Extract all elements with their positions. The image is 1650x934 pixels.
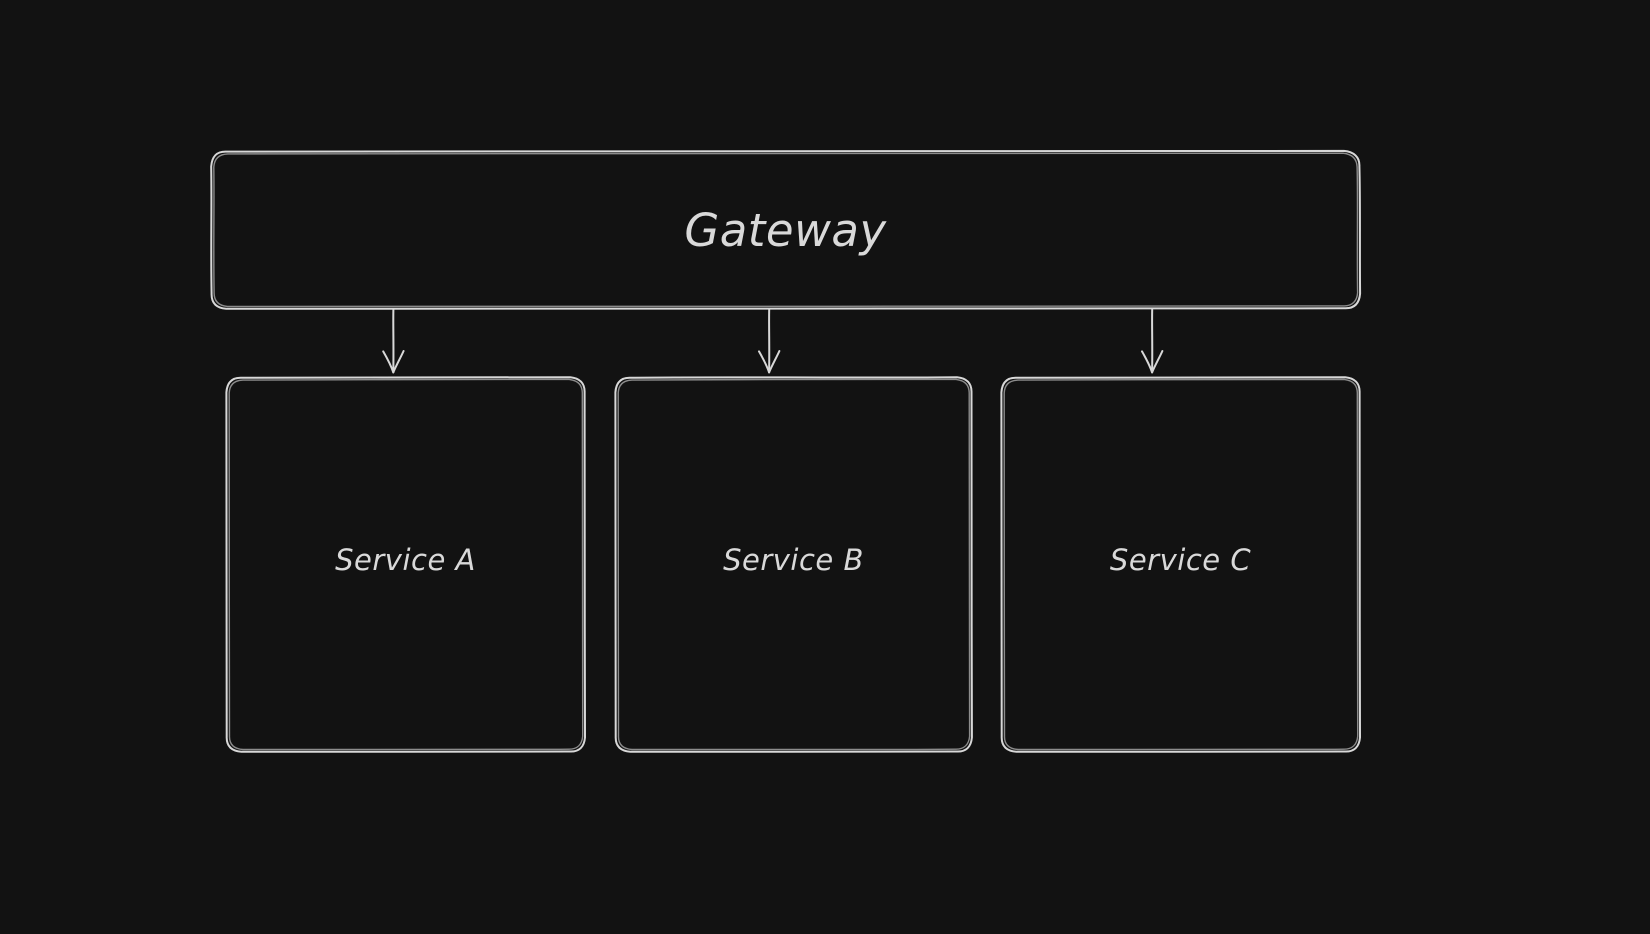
service-c-node-shape (1000, 376, 1361, 753)
service-a-node-shape (225, 376, 586, 753)
edge-gateway-to-service-b (758, 308, 781, 374)
service-b-node-label: Service B (723, 543, 864, 577)
gateway-node-shape (210, 149, 1362, 310)
service-b-node[interactable] (615, 377, 972, 752)
edge-gateway-to-service-c (1141, 308, 1164, 374)
service-b-node-shape (614, 376, 973, 753)
service-a-node-label: Service A (335, 543, 476, 577)
edge-gateway-to-service-a (382, 308, 405, 374)
gateway-node[interactable] (211, 151, 1360, 309)
service-c-node-label: Service C (1109, 543, 1252, 577)
gateway-node-label: Gateway (684, 204, 887, 257)
service-a-node[interactable] (226, 377, 585, 752)
service-c-node[interactable] (1001, 377, 1360, 752)
